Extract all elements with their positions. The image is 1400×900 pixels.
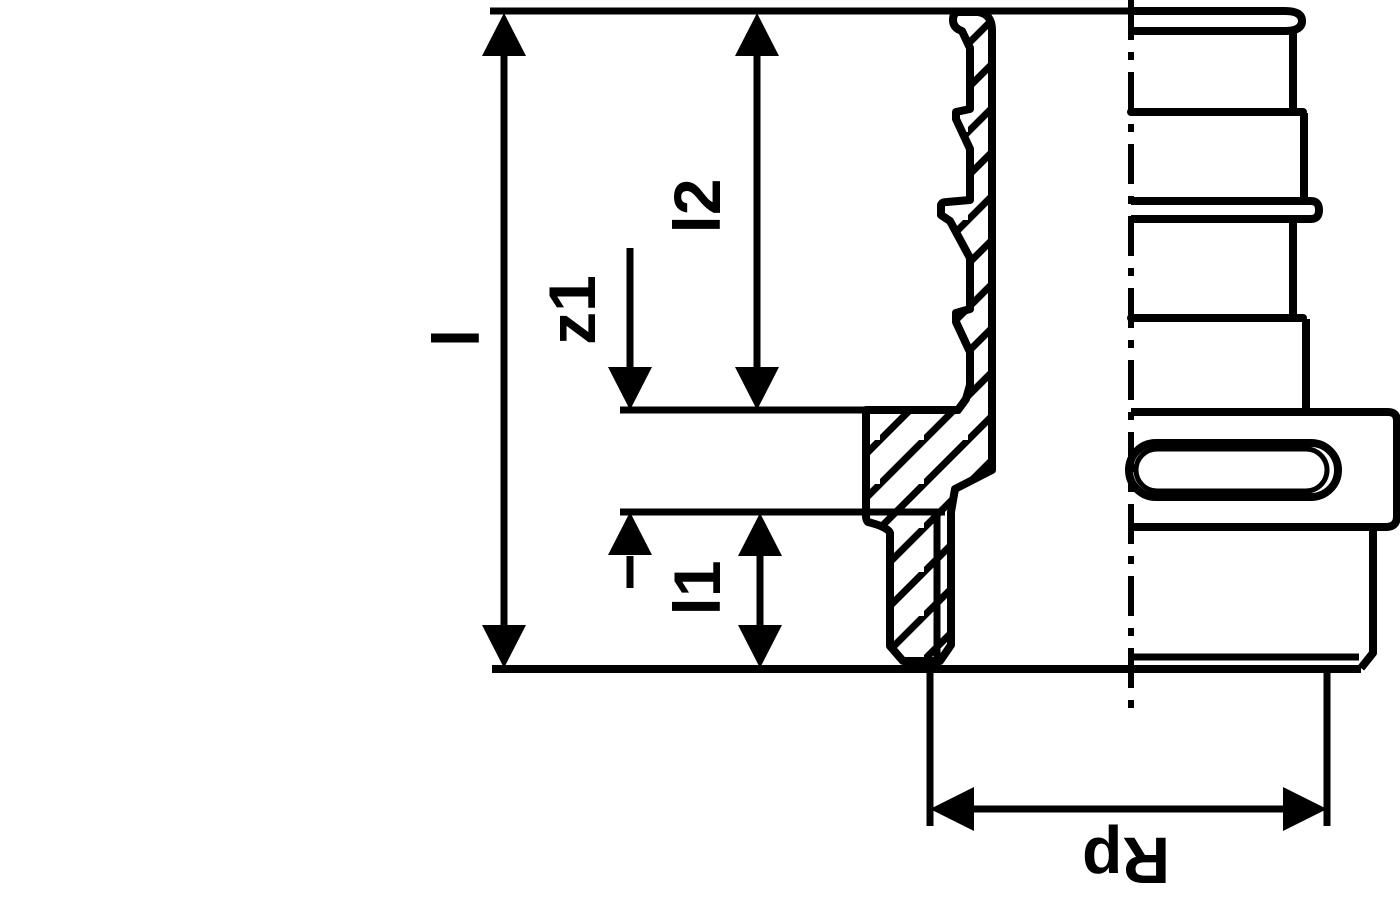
- dim-label-l1: l1: [660, 560, 734, 615]
- dim-l2-arrow-up: [735, 13, 779, 56]
- dimension-l: l: [419, 13, 526, 668]
- dim-label-z1: z1: [535, 275, 609, 345]
- dim-label-rp: Rp: [1082, 824, 1170, 898]
- fitting-part: [490, 0, 1400, 710]
- dim-l1-arrow-down: [738, 625, 782, 668]
- dimension-z1: z1: [535, 248, 652, 588]
- dim-z1-arrow-down: [608, 367, 652, 410]
- body-outline: [1131, 408, 1400, 531]
- dimension-rp: Rp: [926, 672, 1331, 898]
- section-profile-hatched: [862, 8, 996, 665]
- body-slot-inner: [1133, 446, 1330, 494]
- dim-z1-arrow-up: [608, 512, 652, 555]
- dim-l-arrow-up: [482, 13, 526, 56]
- dim-rp-arrow-right: [1283, 787, 1327, 831]
- dim-l-arrow-down: [482, 625, 526, 668]
- collar-outline: [1131, 197, 1323, 223]
- dimension-l2: l2: [660, 13, 779, 410]
- dim-label-l: l: [419, 329, 493, 347]
- dim-l1-arrow-up: [738, 513, 782, 556]
- dimension-l1: l1: [660, 513, 782, 668]
- dimensions: l l2 z1 l1: [419, 13, 1331, 898]
- dim-rp-arrow-left: [930, 787, 974, 831]
- dim-label-l2: l2: [660, 178, 734, 233]
- dim-l2-arrow-down: [735, 367, 779, 410]
- thread-exterior-edge: [1357, 528, 1377, 671]
- cap-outline: [1131, 7, 1306, 35]
